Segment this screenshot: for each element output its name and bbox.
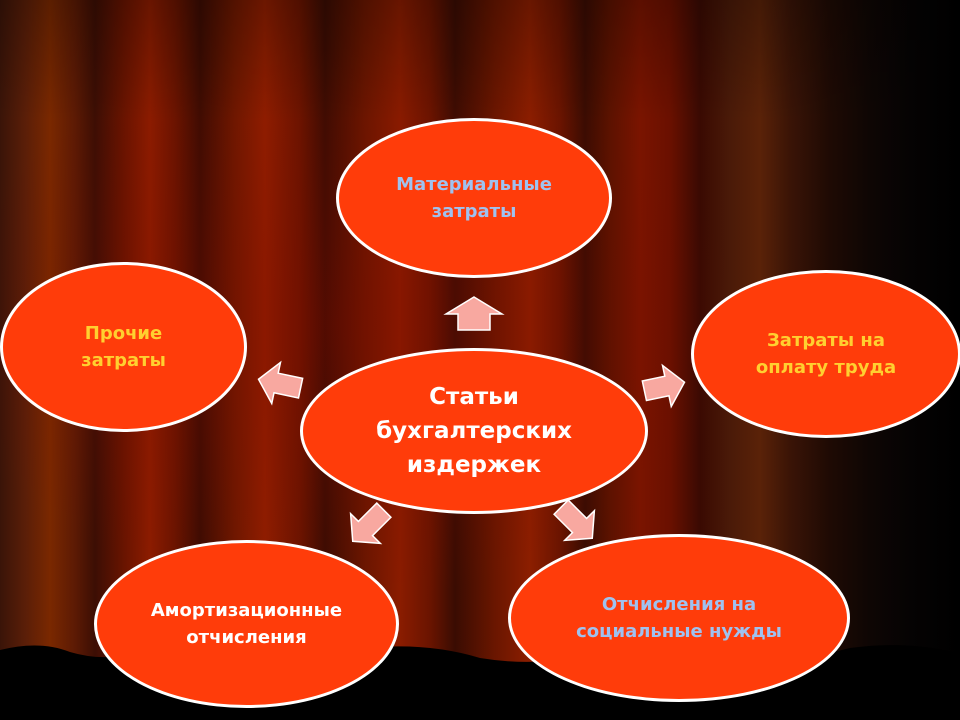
arrow-down-left-icon [349, 502, 392, 545]
node-labor-costs-label: Затраты на оплату труда [755, 330, 897, 378]
node-other-costs: Прочие затраты [0, 262, 247, 432]
arrow-up-icon [443, 296, 505, 331]
arrow-right-icon [641, 363, 686, 409]
node-center-label: Статьи бухгалтерских издержек [376, 384, 572, 478]
node-depreciation-label: Амортизационные отчисления [150, 600, 343, 648]
arrow-left-icon [257, 360, 304, 406]
node-social-contributions: Отчисления на социальные нужды [508, 534, 850, 702]
node-depreciation: Амортизационные отчисления [94, 540, 399, 708]
node-center-cost-items: Статьи бухгалтерских издержек [300, 348, 648, 514]
node-material-costs: Материальные затраты [336, 118, 612, 278]
arrow-down-right-icon [553, 499, 596, 542]
node-other-costs-label: Прочие затраты [81, 323, 166, 371]
node-material-costs-label: Материальные затраты [396, 174, 552, 222]
node-labor-costs: Затраты на оплату труда [691, 270, 960, 438]
node-social-contributions-label: Отчисления на социальные нужды [576, 594, 782, 642]
